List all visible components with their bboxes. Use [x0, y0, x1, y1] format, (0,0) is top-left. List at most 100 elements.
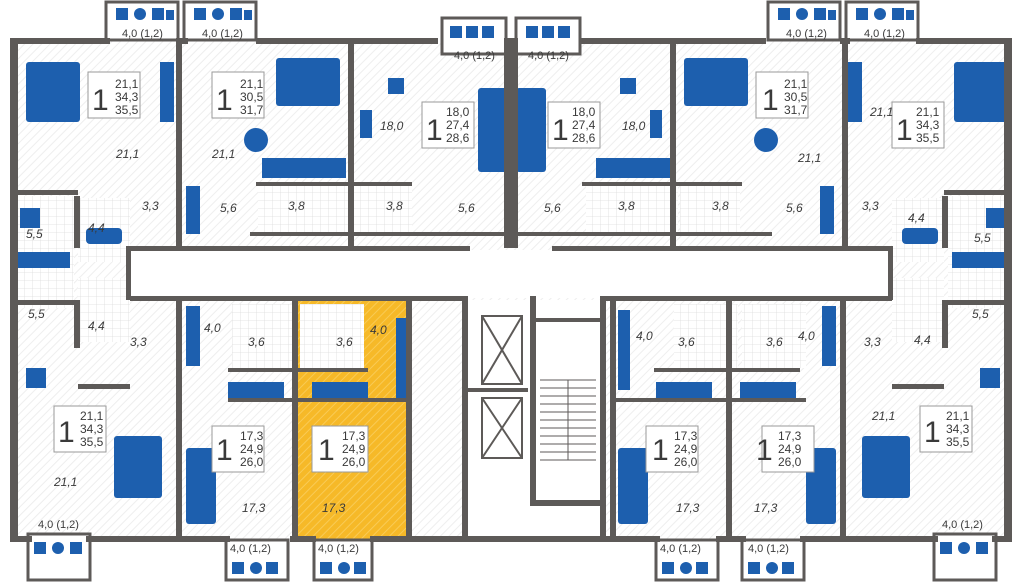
u3-living: 18,0 — [380, 119, 404, 133]
u6-rooms: 1 — [896, 114, 913, 147]
u7-rooms: 1 — [58, 416, 75, 449]
u3-bath: 3,8 — [386, 199, 403, 213]
u9-rooms: 1 — [318, 434, 335, 467]
u9-balcony: 4,0 (1,2) — [318, 543, 359, 555]
u2-rooms: 1 — [216, 84, 233, 117]
u10-area-total: 24,9 — [674, 442, 698, 456]
u3-area-full: 28,6 — [446, 131, 470, 145]
u10-area-living: 17,3 — [674, 429, 698, 443]
u2-living: 21,1 — [211, 147, 235, 161]
u6-balcony: 4,0 (1,2) — [864, 28, 905, 40]
u9-area-total: 24,9 — [342, 442, 366, 456]
u1-kitchen: 3,3 — [142, 199, 159, 213]
u6-area-full: 35,5 — [916, 131, 940, 145]
u11-bath: 3,6 — [766, 335, 783, 349]
u6-kitchen: 3,3 — [862, 199, 879, 213]
u11-balcony: 4,0 (1,2) — [748, 543, 789, 555]
u12-bath: 4,4 — [914, 333, 931, 347]
u6-area-total: 34,3 — [916, 118, 940, 132]
u8-rooms: 1 — [216, 434, 233, 467]
u3-area-total: 27,4 — [446, 118, 470, 132]
u4-area-full: 28,6 — [572, 131, 596, 145]
u5-rooms: 1 — [762, 84, 779, 117]
u2-bath: 3,8 — [288, 199, 305, 213]
u2-area-total: 30,5 — [240, 90, 264, 104]
u5-area-total: 30,5 — [784, 90, 808, 104]
u8-area-living: 17,3 — [240, 429, 264, 443]
u6-bath: 4,4 — [908, 211, 925, 225]
elevators — [481, 315, 523, 459]
u6-hall: 5,5 — [974, 231, 991, 245]
u10-kitchen: 4,0 — [636, 329, 653, 343]
u4-bath: 3,8 — [618, 199, 635, 213]
u4-living: 18,0 — [622, 119, 646, 133]
u2-area-living: 21,1 — [240, 77, 264, 91]
u3-balcony: 4,0 (1,2) — [454, 50, 495, 62]
u9-living: 17,3 — [322, 501, 346, 515]
balcony-furniture — [34, 8, 988, 574]
u1-living: 21,1 — [115, 147, 139, 161]
u5-area-full: 31,7 — [784, 103, 808, 117]
u7-area-living: 21,1 — [80, 409, 104, 423]
u7-living: 21,1 — [53, 475, 77, 489]
u10-rooms: 1 — [652, 434, 669, 467]
u10-bath: 3,6 — [678, 335, 695, 349]
u4-kitchen: 5,6 — [544, 201, 561, 215]
u4-balcony: 4,0 (1,2) — [528, 50, 569, 62]
u11-area-total: 24,9 — [778, 442, 802, 456]
u12-living: 21,1 — [871, 409, 895, 423]
u11-rooms: 1 — [756, 434, 773, 467]
u11-area-living: 17,3 — [778, 429, 802, 443]
u3-area-living: 18,0 — [446, 105, 470, 119]
u1-hall: 5,5 — [26, 227, 43, 241]
u6-area-living: 21,1 — [916, 105, 940, 119]
u1-rooms: 1 — [92, 84, 109, 117]
u1-area-living: 21,1 — [115, 77, 139, 91]
u1-area-total: 34,3 — [115, 90, 139, 104]
u9-kitchen: 4,0 — [370, 323, 387, 337]
u4-rooms: 1 — [552, 114, 569, 147]
u8-kitchen: 4,0 — [204, 321, 221, 335]
u7-kitchen: 3,3 — [130, 335, 147, 349]
u5-living: 21,1 — [797, 151, 821, 165]
u3-rooms: 1 — [426, 114, 443, 147]
u9-area-living: 17,3 — [342, 429, 366, 443]
u7-area-total: 34,3 — [80, 422, 104, 436]
u8-area-full: 26,0 — [240, 455, 264, 469]
u2-kitchen: 5,6 — [220, 201, 237, 215]
u5-balcony: 4,0 (1,2) — [786, 28, 827, 40]
u2-area-full: 31,7 — [240, 103, 264, 117]
u7-area-full: 35,5 — [80, 435, 104, 449]
u1-area-full: 35,5 — [115, 103, 139, 117]
u8-balcony: 4,0 (1,2) — [230, 543, 271, 555]
walls — [10, 38, 1012, 542]
u12-hall: 5,5 — [972, 307, 989, 321]
u9-area-full: 26,0 — [342, 455, 366, 469]
u10-balcony: 4,0 (1,2) — [660, 543, 701, 555]
u2-balcony: 4,0 (1,2) — [202, 28, 243, 40]
u12-area-total: 34,3 — [946, 422, 970, 436]
u6-living: 21,1 — [869, 105, 893, 119]
u12-kitchen: 3,3 — [864, 335, 881, 349]
u1-balcony: 4,0 (1,2) — [122, 28, 163, 40]
furniture — [18, 58, 1008, 524]
u5-kitchen: 5,6 — [786, 201, 803, 215]
u3-kitchen: 5,6 — [458, 201, 475, 215]
u12-area-full: 35,5 — [946, 435, 970, 449]
u5-area-living: 21,1 — [784, 77, 808, 91]
u12-balcony: 4,0 (1,2) — [942, 519, 983, 531]
u12-rooms: 1 — [924, 416, 941, 449]
u8-area-total: 24,9 — [240, 442, 264, 456]
u4-area-total: 27,4 — [572, 118, 596, 132]
stairs — [540, 379, 596, 461]
u7-bath: 4,4 — [88, 319, 105, 333]
u10-living: 17,3 — [676, 501, 700, 515]
info-boxes — [53, 71, 973, 473]
u10-area-full: 26,0 — [674, 455, 698, 469]
u9-bath: 3,6 — [336, 335, 353, 349]
u5-bath: 3,8 — [712, 199, 729, 213]
u7-balcony: 4,0 (1,2) — [38, 519, 79, 531]
u11-area-full: 26,0 — [778, 455, 802, 469]
u7-hall: 5,5 — [28, 307, 45, 321]
u11-kitchen: 4,0 — [798, 329, 815, 343]
